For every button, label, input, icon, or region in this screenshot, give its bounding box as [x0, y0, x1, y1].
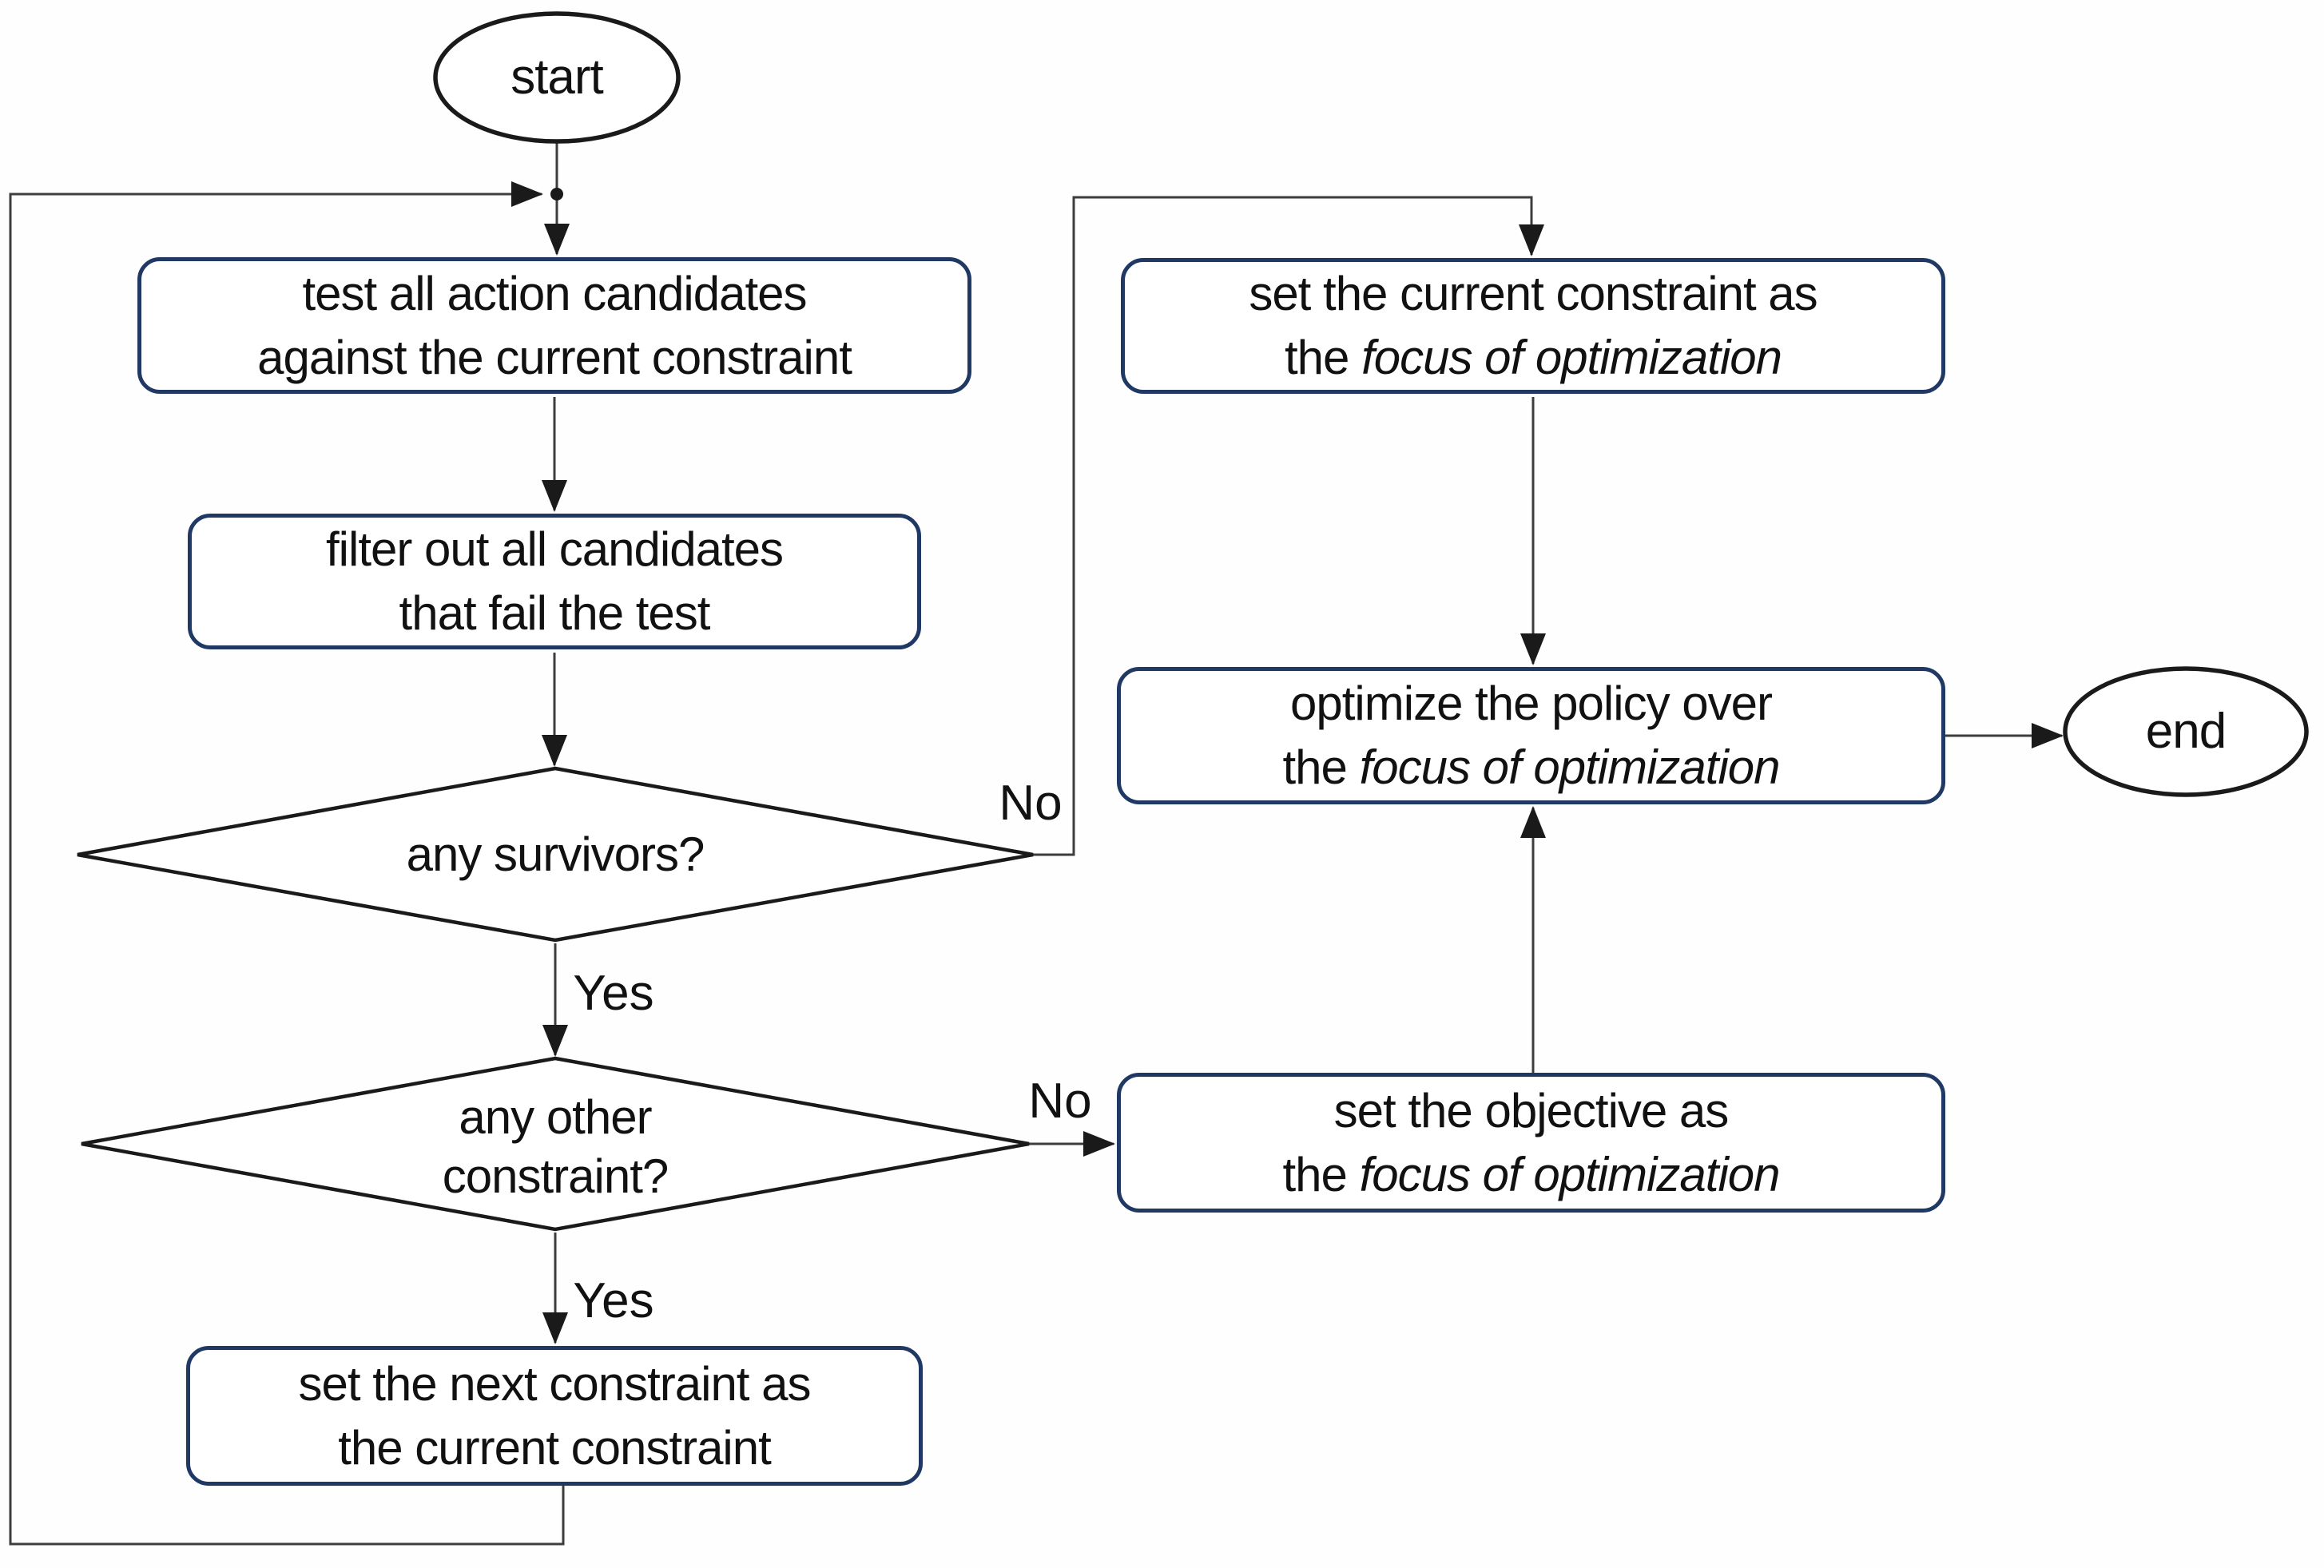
node-filter-line2: that fail the test	[399, 586, 711, 640]
node-set-objective-line1: set the objective as	[1333, 1083, 1730, 1137]
branch-label-other-yes: Yes	[573, 1272, 654, 1328]
start-terminal-label: start	[510, 50, 604, 105]
end-terminal-shape	[2063, 666, 2309, 797]
node-set-current-constraint-focus: set the current constraint as the focus …	[1121, 258, 1945, 394]
node-set-current-line1: set the current constraint as	[1249, 267, 1817, 320]
node-optimize-line2: the focus of optimization	[1282, 740, 1781, 794]
start-terminal-shape	[433, 11, 681, 144]
node-filter-line1: filter out all candidates	[325, 522, 784, 576]
node-test-line1: test all action candidates	[302, 266, 807, 320]
decision-any-survivors-shape	[77, 766, 1034, 943]
node-set-next-constraint: set the next constraint as the current c…	[186, 1346, 923, 1486]
node-optimize-line1: optimize the policy over	[1290, 677, 1773, 730]
node-test-candidates: test all action candidates against the c…	[137, 257, 971, 394]
node-set-objective-line2: the focus of optimization	[1282, 1147, 1781, 1201]
decision-any-other-constraint-label: any other constraint?	[442, 1090, 669, 1203]
node-set-objective-focus: set the objective as the focus of optimi…	[1117, 1073, 1945, 1213]
node-next-constraint-line2: the current constraint	[338, 1420, 772, 1475]
edge-feedback-loop	[9, 181, 565, 1546]
focus-of-optimization-italic: focus of optimization	[1359, 740, 1781, 794]
branch-label-survivors-yes: Yes	[573, 965, 654, 1021]
focus-of-optimization-italic: focus of optimization	[1359, 1147, 1781, 1201]
node-next-constraint-line1: set the next constraint as	[298, 1356, 811, 1411]
node-optimize-policy: optimize the policy over the focus of op…	[1117, 667, 1945, 804]
decision-any-survivors-label: any survivors?	[406, 828, 705, 881]
decision-any-other-constraint-shape	[81, 1056, 1030, 1232]
junction-dot	[550, 188, 563, 200]
branch-label-survivors-no: No	[999, 775, 1063, 831]
focus-of-optimization-italic: focus of optimization	[1361, 331, 1782, 384]
branch-label-other-no: No	[1028, 1073, 1092, 1129]
node-filter-candidates: filter out all candidates that fail the …	[188, 514, 921, 649]
end-terminal-label: end	[2145, 704, 2227, 759]
node-test-line2: against the current constraint	[257, 330, 852, 384]
node-set-current-line2: the focus of optimization	[1284, 331, 1782, 384]
edge-survivors-no	[1033, 196, 1544, 856]
